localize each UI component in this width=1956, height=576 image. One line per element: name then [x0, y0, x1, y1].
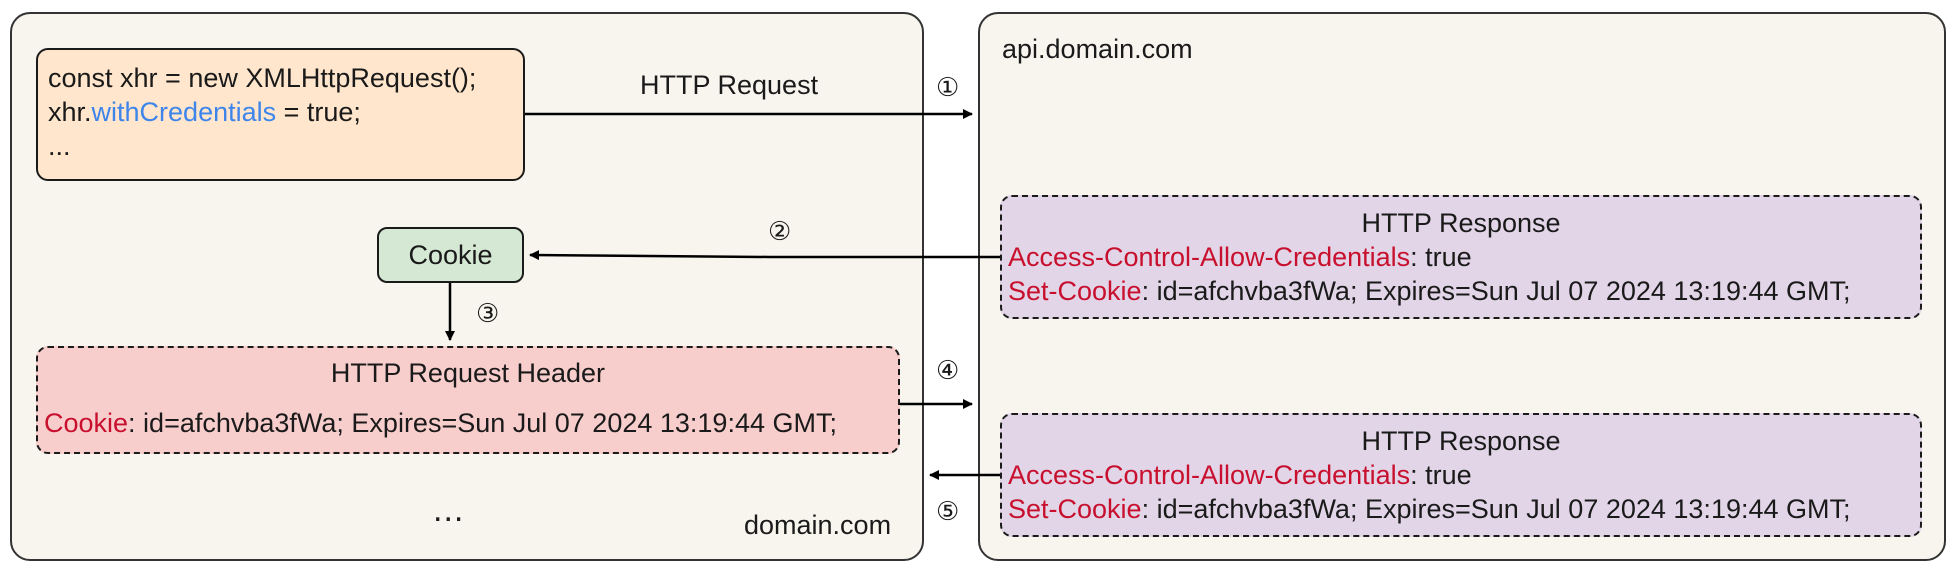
response-2-set-cookie-line: Set-Cookie: id=afchvba3fWa; Expires=Sun … [1002, 492, 1920, 526]
response-2-acac-key: Access-Control-Allow-Credentials [1008, 460, 1411, 490]
response-1-set-cookie-value: : id=afchvba3fWa; Expires=Sun Jul 07 202… [1141, 276, 1851, 306]
code-line-2: xhr.withCredentials = true; [48, 95, 513, 129]
response-1-title: HTTP Response [1361, 208, 1561, 238]
request-header-title: HTTP Request Header [330, 358, 606, 388]
api-domain-label: api.domain.com [1002, 34, 1193, 64]
response-1-acac-line: Access-Control-Allow-Credentials: true [1002, 240, 1920, 274]
response-2-set-cookie-value: : id=afchvba3fWa; Expires=Sun Jul 07 202… [1141, 494, 1851, 524]
code-line-2-suffix: = true; [276, 97, 361, 127]
http-request-header-box: HTTP Request Header Cookie: id=afchvba3f… [36, 346, 900, 454]
step-4-marker: ④ [936, 355, 960, 385]
request-header-key: Cookie [44, 408, 129, 438]
cookie-box: Cookie [377, 227, 524, 283]
with-credentials-highlight: withCredentials [91, 97, 277, 127]
arrow-response-to-cookie [529, 250, 1000, 261]
step-3-marker: ③ [476, 298, 500, 328]
step-2-marker: ② [768, 216, 792, 246]
response-1-set-cookie-line: Set-Cookie: id=afchvba3fWa; Expires=Sun … [1002, 274, 1920, 308]
request-header-cookie-line: Cookie: id=afchvba3fWa; Expires=Sun Jul … [38, 406, 898, 440]
http-response-box-1: HTTP Response Access-Control-Allow-Crede… [1000, 195, 1922, 319]
response-2-acac-line: Access-Control-Allow-Credentials: true [1002, 458, 1920, 492]
response-2-set-cookie-key: Set-Cookie [1008, 494, 1142, 524]
response-1-set-cookie-key: Set-Cookie [1008, 276, 1142, 306]
cookie-label: Cookie [408, 240, 493, 270]
left-ellipsis: ... [433, 491, 465, 529]
step-1-marker: ① [936, 72, 960, 102]
http-request-label: HTTP Request [640, 70, 819, 100]
domain-label: domain.com [744, 510, 892, 540]
code-line-3: ... [48, 131, 71, 161]
code-line-1: const xhr = new XMLHttpRequest(); [48, 63, 477, 93]
response-1-acac-key: Access-Control-Allow-Credentials [1008, 242, 1411, 272]
http-response-box-2: HTTP Response Access-Control-Allow-Crede… [1000, 413, 1922, 537]
response-1-acac-value: : true [1410, 242, 1472, 272]
response-2-title: HTTP Response [1361, 426, 1561, 456]
xhr-code-box: const xhr = new XMLHttpRequest(); xhr.wi… [36, 48, 525, 181]
step-5-marker: ⑤ [936, 496, 960, 526]
request-header-value: : id=afchvba3fWa; Expires=Sun Jul 07 202… [128, 408, 837, 438]
response-2-acac-value: : true [1410, 460, 1472, 490]
code-line-2-prefix: xhr. [48, 97, 92, 127]
